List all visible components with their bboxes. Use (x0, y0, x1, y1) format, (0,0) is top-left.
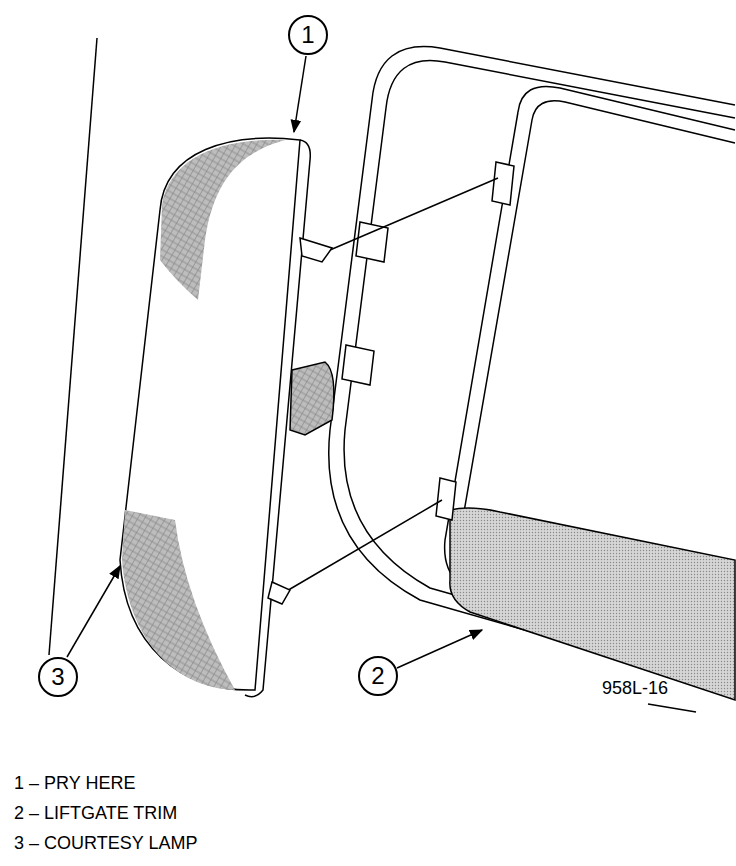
callout-number: 3 (51, 665, 64, 689)
callout-circle: 3 (38, 657, 78, 697)
callout-circle: 1 (288, 15, 328, 55)
callout-number: 1 (301, 23, 314, 47)
legend-line: 2 – LIFTGATE TRIM (14, 803, 177, 824)
legend-line: 1 – PRY HERE (14, 773, 135, 794)
callout-number: 2 (371, 664, 384, 688)
figure-number: 958L-16 (602, 678, 668, 699)
callout-circle: 2 (358, 656, 398, 696)
legend-line: 3 – COURTESY LAMP (14, 833, 197, 854)
